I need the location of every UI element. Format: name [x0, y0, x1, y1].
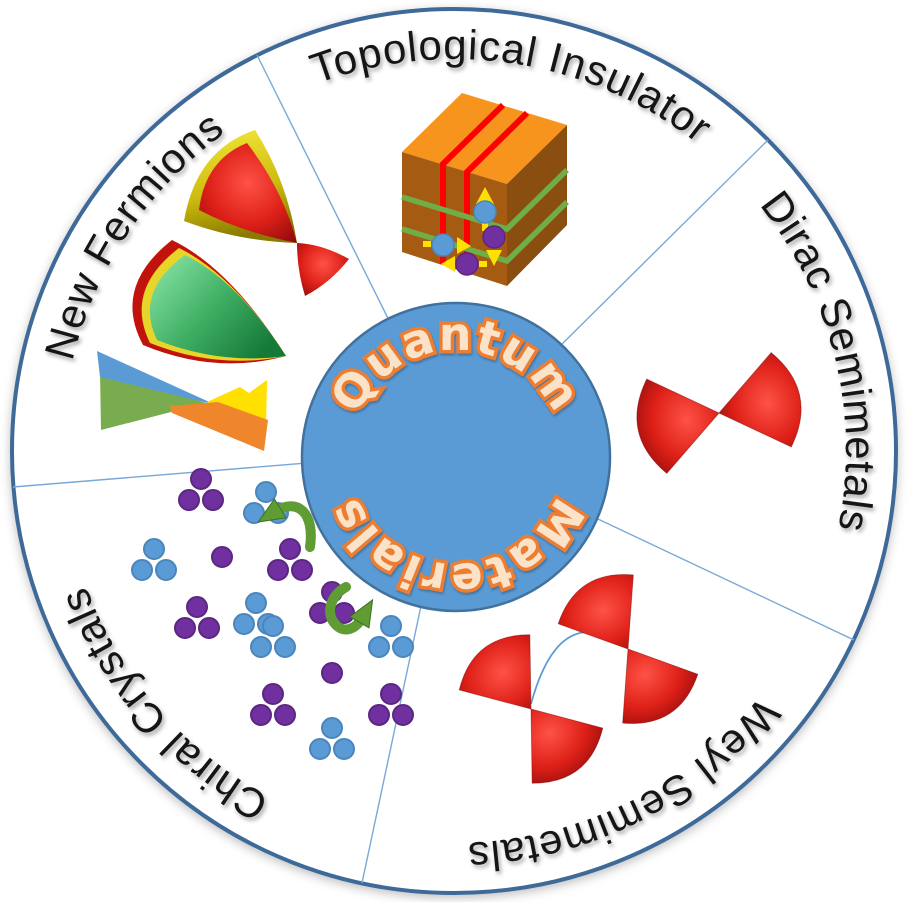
surface-state-red-lines [440, 102, 530, 271]
spin-electrons [423, 187, 506, 276]
atom-cluster-left [131, 468, 313, 639]
topological-insulator-cube-icon [401, 93, 569, 286]
nested-multifold-cone [132, 240, 286, 364]
chirality-arrow-left [257, 498, 316, 552]
crossing-bands [97, 351, 268, 451]
weyl-cone-pair-icon [448, 559, 708, 798]
hub-circle [300, 301, 612, 613]
chiral-atom-clusters-icon [131, 468, 414, 760]
atom-cluster-right [250, 581, 414, 760]
double-degenerate-cone [184, 130, 349, 296]
central-hub: Quantum Materials [300, 301, 612, 613]
multifold-fermion-cones-icon [97, 130, 349, 451]
chirality-arrow-right [325, 582, 374, 635]
